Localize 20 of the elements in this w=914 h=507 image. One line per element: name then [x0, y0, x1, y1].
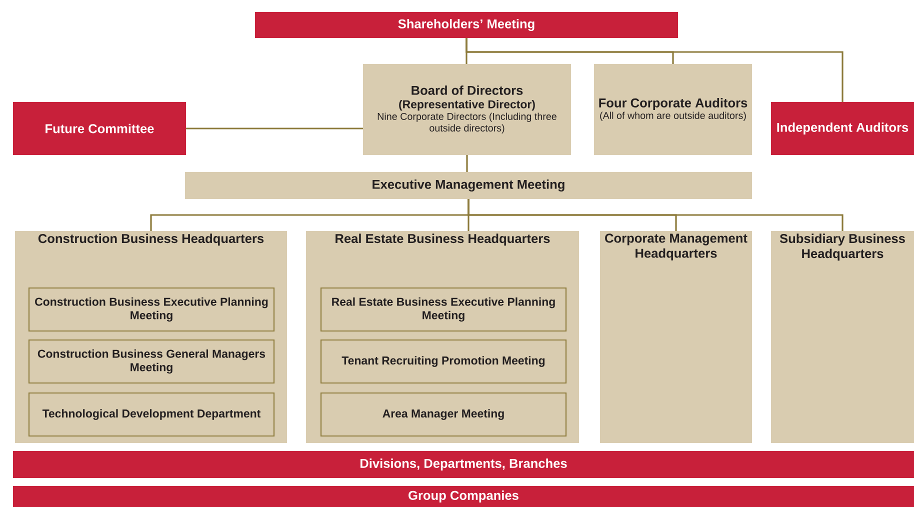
sub-box: Technological Development Department [28, 392, 275, 437]
org-box: Corporate Management Headquarters [600, 231, 752, 443]
sub-box: Tenant Recruiting Promotion Meeting [320, 339, 567, 384]
band: Divisions, Departments, Branches [13, 451, 914, 478]
connector-line [466, 38, 844, 102]
connector-line [468, 199, 844, 231]
org-box: Executive Management Meeting [185, 172, 752, 199]
connector-line [186, 128, 363, 130]
sub-box: Construction Business General Managers Meeting [28, 339, 275, 384]
org-box: Board of Directors (Representative Director) Nine Corporate Directors (Including three outside directors) [363, 64, 571, 155]
sub-box: Construction Business Executive Planning Meeting [28, 287, 275, 332]
name-box: Shareholders’ Meeting [255, 12, 678, 38]
band: Group Companies [13, 486, 914, 507]
sub-box: Area Manager Meeting [320, 392, 567, 437]
name-box: Independent Auditors [771, 102, 914, 155]
sub-box: Real Estate Business Executive Planning Meeting [320, 287, 567, 332]
connector-line [466, 155, 468, 172]
name-box: Future Committee [13, 102, 186, 155]
org-box: Subsidiary Business Headquarters [771, 231, 914, 443]
org-box: Four Corporate Auditors (All of whom are outside auditors) [594, 64, 752, 155]
